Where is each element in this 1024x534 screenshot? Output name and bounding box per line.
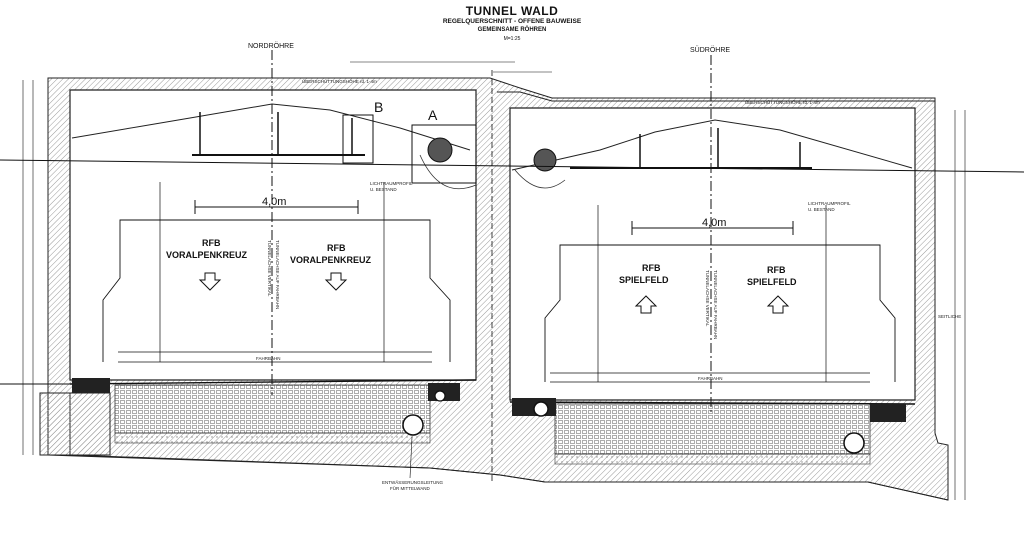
north-right-direction-arrow — [324, 272, 348, 291]
jet-fan-north — [427, 137, 453, 163]
south-road-base — [554, 403, 871, 455]
south-center-label-1: TUNNELACHSE VERTIKAL — [705, 270, 710, 327]
north-left-direction-arrow — [198, 272, 222, 291]
north-tube-name: NORDRÖHRE — [248, 42, 294, 50]
south-side-label: SEITLICHE — [938, 314, 961, 319]
north-right-lane-rfb: RFB — [327, 243, 346, 253]
south-clearance-profile — [544, 244, 896, 382]
north-tube-interior — [69, 89, 477, 381]
drawing-subtitle-2: GEMEINSAME RÖHREN — [477, 27, 547, 33]
south-drain-pipe — [843, 432, 865, 454]
south-left-lane-destination: SPIELFELD — [619, 275, 669, 285]
north-drain-pipe — [402, 414, 424, 436]
north-center-label-2: TUNNELACHSE AUF FAHRBAHN — [275, 240, 280, 309]
south-left-direction-arrow — [634, 295, 658, 314]
drawing-subtitle: REGELQUERSCHNITT - OFFENE BAUWEISE — [442, 18, 582, 25]
north-overfill-note: ÜBERSCHÜTTUNGSHÖHE rd. 1-4m — [302, 78, 377, 84]
drawing-scale: M=1:25 — [503, 36, 521, 42]
south-tube-roof-edge — [497, 91, 935, 102]
south-tube-interior — [509, 107, 916, 401]
south-lichtraum-label-1: LICHTRAUMPROFIL — [808, 201, 851, 206]
north-center-label-1: TUNNELACHSE VERTIKAL — [267, 240, 272, 297]
jet-fan-south — [533, 148, 557, 172]
equipment-label-b: B — [374, 99, 383, 115]
north-left-kerb — [72, 378, 110, 393]
drain-note-1: ENTWÄSSERUNGSLEITUNG — [382, 479, 444, 485]
south-tube-name: SÜDRÖHRE — [690, 46, 730, 54]
drain-note-2: FÜR MITTELWAND — [390, 485, 430, 491]
north-right-lane-destination: VORALPENKREUZ — [290, 255, 372, 265]
equipment-box-b — [342, 114, 374, 164]
south-road-surface — [509, 401, 916, 405]
north-width-dimension: 4,0m — [262, 196, 286, 208]
equipment-label-a: A — [428, 107, 438, 123]
north-road-surface — [69, 379, 477, 385]
south-center-label-2: TUNNELACHSE AUF FAHRBAHN — [713, 270, 718, 339]
north-clearance-profile — [102, 219, 451, 362]
north-left-lane-rfb: RFB — [202, 238, 221, 248]
south-width-dimension: 4,0m — [702, 217, 726, 229]
south-road-subbase — [554, 453, 871, 465]
south-lichtraum-label-2: U. BESTAND — [808, 207, 835, 212]
south-left-lane-rfb: RFB — [642, 263, 661, 273]
north-inner-drain — [434, 390, 446, 402]
south-right-kerb — [870, 404, 906, 422]
south-overfill-note: ÜBERSCHÜTTUNGSHÖHE rd. 1-4m — [745, 99, 820, 105]
south-lane-label: FAHRBAHN — [698, 376, 723, 381]
south-right-direction-arrow — [766, 295, 790, 314]
north-lichtraum-label-2: U. BESTAND — [370, 187, 397, 192]
middle-drain-pipe — [533, 401, 549, 417]
equipment-box-a — [411, 124, 477, 184]
north-lane-label: FAHRBAHN — [256, 356, 281, 361]
south-roof-profile — [511, 119, 913, 171]
left-footing — [39, 392, 111, 456]
drawing-title: TUNNEL WALD — [465, 4, 559, 18]
north-left-lane-destination: VORALPENKREUZ — [166, 250, 248, 260]
north-road-subbase — [114, 432, 431, 444]
reference-line-upper — [0, 159, 1024, 173]
south-right-lane-rfb: RFB — [767, 265, 786, 275]
south-right-lane-destination: SPIELFELD — [747, 277, 797, 287]
north-lichtraum-label-1: LICHTRAUMPROFIL — [370, 181, 413, 186]
